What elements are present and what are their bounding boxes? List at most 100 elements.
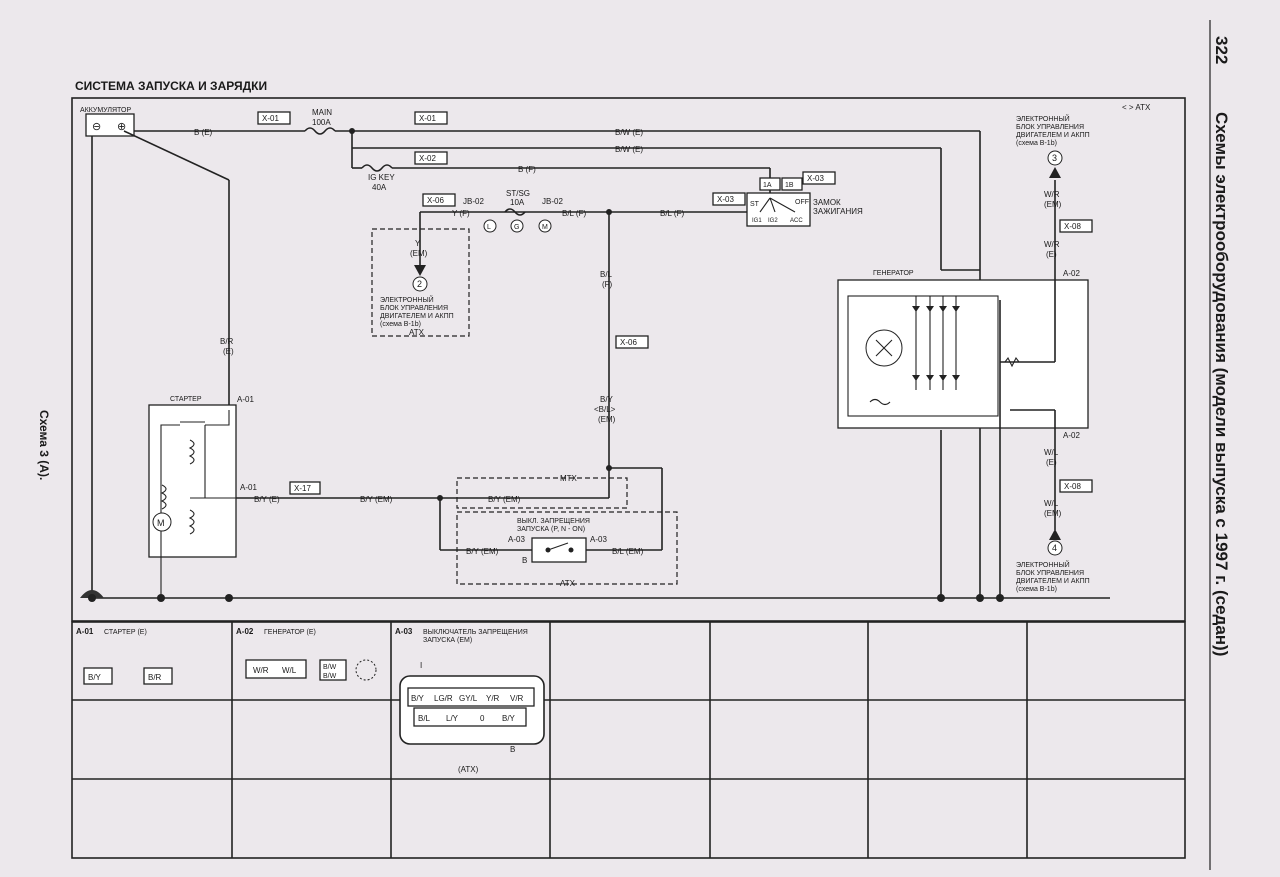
diagram-frame (71, 97, 1186, 622)
connector-x03b (712, 192, 746, 206)
jb-m: M (542, 224, 548, 231)
a02-pin-wl: W/L (282, 666, 297, 675)
ecu2-l3: ДВИГАТЕЛЕМ И АКПП (380, 313, 454, 320)
wire-y: Y (415, 239, 421, 248)
ref-2: 2 (417, 279, 422, 289)
a03b-label: A-03 (590, 535, 607, 544)
a03-cell-name: ВЫКЛЮЧАТЕЛЬ ЗАПРЕЩЕНИЯ (423, 629, 528, 636)
battery-label: АККУМУЛЯТОР (80, 107, 131, 114)
connector-x06a-label: X-06 (427, 196, 444, 205)
battery (85, 113, 135, 137)
a03a-label: A-03 (508, 535, 525, 544)
connector-x06b-label: X-06 (620, 338, 637, 347)
wire-bl-f-1: B/L (F) (562, 209, 586, 218)
ecu2-l4: (схема B-1b) (380, 321, 421, 328)
a03-pin-bot-3: 0 (480, 714, 485, 723)
wire-bl-v: B/L (600, 270, 613, 279)
ecu2-l2: БЛОК УПРАВЛЕНИЯ (380, 305, 448, 312)
fuse-main-rating: 100A (312, 118, 331, 127)
a03-label-atx: (ATX) (458, 765, 479, 774)
a03-cell-name2: ЗАПУСКА (EM) (423, 637, 472, 644)
a03-pin-bot-4: B/Y (502, 714, 516, 723)
ecu4-l1: ЭЛЕКТРОННЫЙ (1016, 560, 1070, 569)
a02-pin-bw1: B/W (323, 664, 337, 671)
battery-positive: ⊕ (117, 121, 126, 133)
wire-wr-em: (EM) (1044, 200, 1062, 209)
wire-bl-f-v: (F) (602, 280, 613, 289)
ignition-switch (746, 192, 811, 227)
fuse-ig-key (361, 164, 393, 172)
jb-l: L (487, 224, 491, 231)
a01a-label: A-01 (237, 395, 254, 404)
section-title: СИСТЕМА ЗАПУСКА И ЗАРЯДКИ (75, 79, 267, 93)
ign-st: ST (750, 201, 760, 208)
starter-label: СТАРТЕР (170, 396, 202, 403)
starter (148, 404, 237, 558)
wire-wl-em: (EM) (1044, 509, 1062, 518)
connector-x01b-label: X-01 (419, 114, 436, 123)
connector-x17-label: X-17 (294, 484, 311, 493)
wire-bw-e-1: B/W (E) (615, 128, 643, 137)
connector-x03-label: X-03 (807, 174, 824, 183)
atx-legend: < > ATX (1122, 103, 1151, 112)
ref-3: 3 (1052, 153, 1057, 163)
ign-off: OFF (795, 199, 809, 206)
wire-wr-2: W/R (1044, 240, 1060, 249)
wire-by-em-3: B/Y (EM) (466, 547, 499, 556)
motor-m: M (157, 518, 165, 528)
battery-negative: ⊖ (92, 121, 101, 133)
wire-wr-1: W/R (1044, 190, 1060, 199)
connector-table (71, 621, 1186, 859)
wire-br: B/R (220, 337, 234, 346)
a03-pin-top-1: B/Y (411, 694, 425, 703)
a03-pin-bot-1: B/L (418, 714, 431, 723)
fuse-st-rating: 10A (510, 198, 525, 207)
mtx-label: MTX (560, 474, 578, 483)
a03-label-b: B (510, 745, 515, 754)
jb02b-label: JB-02 (542, 197, 563, 206)
ecu4-l4: (схема B-1b) (1016, 586, 1057, 593)
a02b-label: A-02 (1063, 431, 1080, 440)
fuse-ig-rating: 40A (372, 183, 387, 192)
wire-by: B/Y (600, 395, 614, 404)
wire-by-em: (EM) (598, 415, 616, 424)
ign-1b: 1B (785, 182, 794, 189)
ecu3-l1: ЭЛЕКТРОННЫЙ (1016, 114, 1070, 123)
inhibitor-switch (531, 537, 587, 563)
ref-4: 4 (1052, 543, 1057, 553)
atx-inhibitor-block (456, 511, 678, 585)
ecu2-l1: ЭЛЕКТРОННЫЙ (380, 295, 434, 304)
inhibitor-label-2: ЗАПУСКА (P, N - ON) (517, 526, 585, 533)
page-number: 322 (1212, 36, 1231, 64)
wire-bl-em: B/L (EM) (612, 547, 644, 556)
wire-by-em-2: B/Y (EM) (488, 495, 521, 504)
fuse-st (504, 208, 526, 216)
inhibitor-label-1: ВЫКЛ. ЗАПРЕЩЕНИЯ (517, 518, 590, 525)
jb02a-label: JB-02 (463, 197, 484, 206)
generator-label: ГЕНЕРАТОР (873, 270, 914, 277)
connector-x08a (1059, 219, 1093, 233)
ecu3-l3: ДВИГАТЕЛЕМ И АКПП (1016, 132, 1090, 139)
ecu4-l2: БЛОК УПРАВЛЕНИЯ (1016, 570, 1084, 577)
a02-pin-wr: W/R (253, 666, 269, 675)
connector-x02-label: X-02 (419, 154, 436, 163)
wire-bw-e-2: B/W (E) (615, 145, 643, 154)
wire-br-e: (E) (223, 347, 234, 356)
a03-pin-top-3: GY/L (459, 694, 478, 703)
ign-switch-label-2: ЗАЖИГАНИЯ (813, 207, 863, 216)
atx-label-2: ATX (560, 579, 576, 588)
atx-label-1: ATX (409, 328, 425, 337)
ign-acc: ACC (790, 218, 803, 224)
ecu3-l4: (схема B-1b) (1016, 140, 1057, 147)
ecu3-l2: БЛОК УПРАВЛЕНИЯ (1016, 124, 1084, 131)
connector-x06b (615, 335, 649, 349)
a02-pin-bw2: B/W (323, 673, 337, 680)
wire-by-e: B/Y (E) (254, 495, 280, 504)
wire-b-f: B (F) (518, 165, 536, 174)
rectifier-diodes (912, 296, 960, 390)
wire-wl-e: (E) (1046, 458, 1057, 467)
wire-by-bl: <B/L> (594, 405, 616, 414)
a03-b-label: B (522, 556, 527, 565)
a01-cell-code: A-01 (76, 627, 94, 636)
connector-x08b-label: X-08 (1064, 482, 1081, 491)
